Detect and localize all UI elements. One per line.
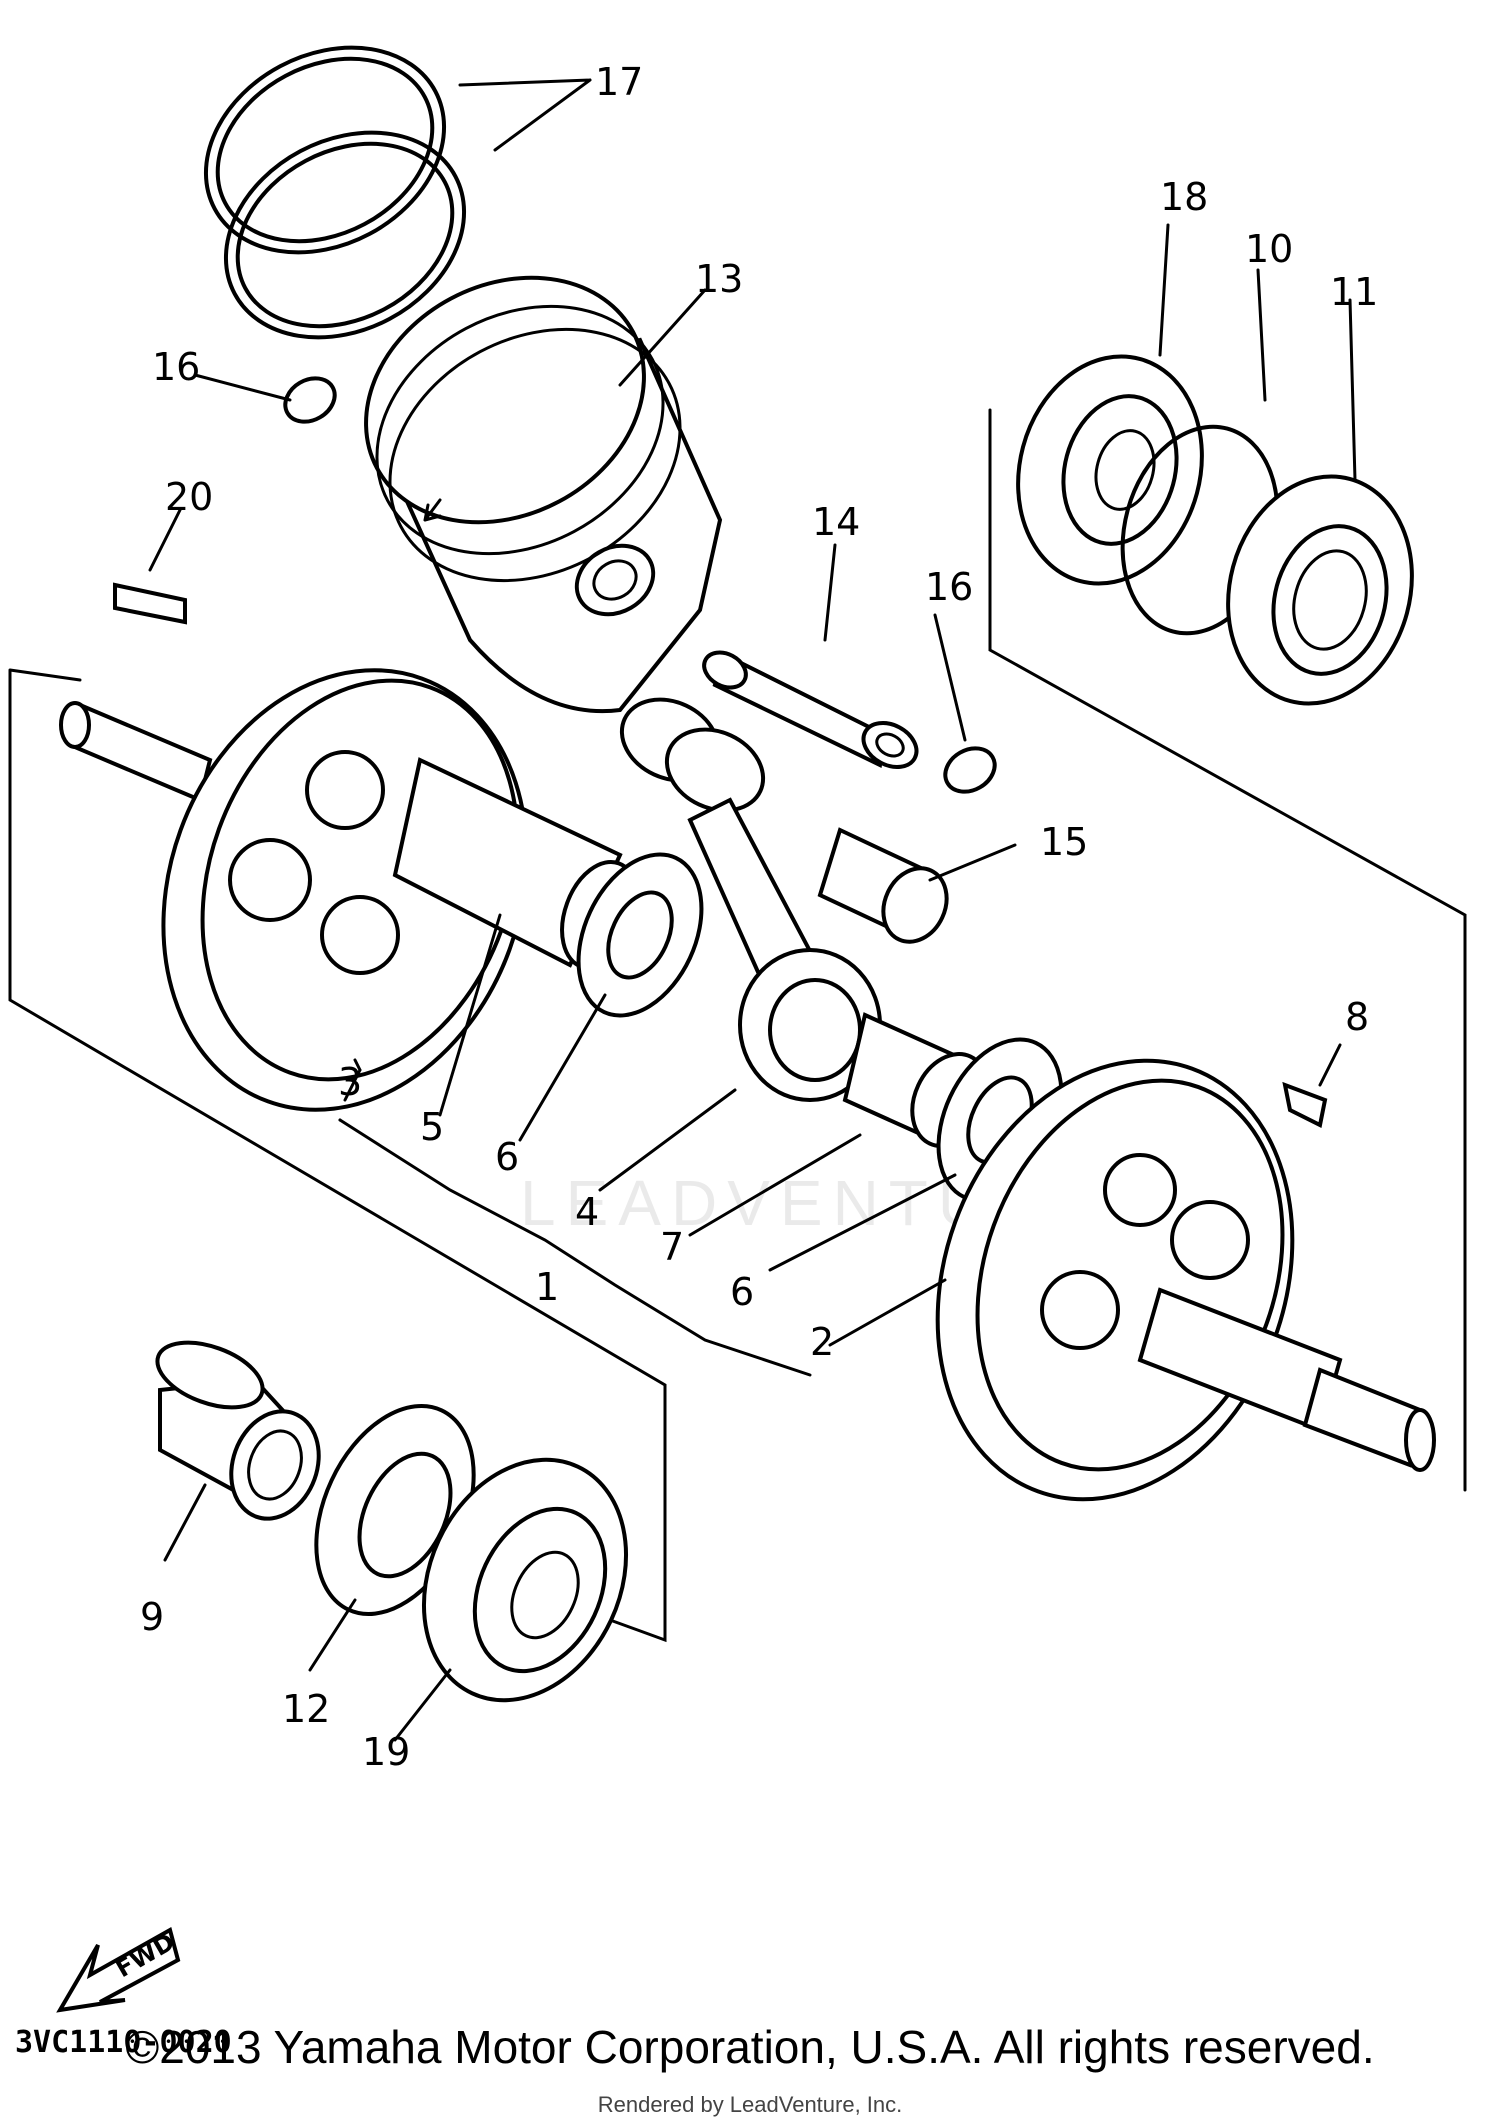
assembly-bracket-left [8, 668, 667, 1643]
part-label-2: 2 [810, 1320, 834, 1364]
circlip-left [283, 376, 337, 424]
part-label-11: 11 [1330, 270, 1378, 314]
part-label-17: 17 [595, 60, 643, 104]
part-label-16b: 16 [925, 565, 973, 609]
part-label-7: 7 [660, 1225, 684, 1269]
part-label-4: 4 [575, 1190, 599, 1234]
part-label-8: 8 [1345, 995, 1369, 1039]
part-label-18: 18 [1160, 175, 1208, 219]
connecting-rod [619, 697, 882, 1102]
left-main-bearing [421, 1457, 629, 1703]
part-label-6a: 6 [495, 1135, 519, 1179]
part-label-15: 15 [1040, 820, 1088, 864]
part-label-20: 20 [165, 475, 213, 519]
piston [364, 275, 723, 714]
part-label-12: 12 [282, 1687, 330, 1731]
leader-lines [148, 78, 1357, 1742]
part-labels: 1 2 3 4 5 6 6 7 8 9 10 11 12 13 14 15 16… [140, 60, 1378, 1774]
copyright-notice: ©2013 Yamaha Motor Corporation, U.S.A. A… [125, 2021, 1375, 2073]
small-end-bearing [817, 827, 949, 944]
part-label-5: 5 [420, 1105, 444, 1149]
thrust-washer-left [576, 852, 704, 1018]
circlip-right [943, 746, 997, 794]
rendered-by-notice: Rendered by LeadVenture, Inc. [597, 2092, 903, 2117]
collar [155, 1340, 321, 1521]
piston-pin [702, 650, 919, 770]
woodruff-key-20 [113, 582, 187, 625]
part-label-6b: 6 [730, 1270, 754, 1314]
piston-rings [203, 45, 467, 340]
part-label-1: 1 [535, 1265, 559, 1309]
part-label-13: 13 [695, 257, 743, 301]
drawing-code: 3VC1110-0020 [15, 2025, 232, 2060]
assembly-bracket-right [988, 408, 1467, 1492]
part-label-19: 19 [362, 1730, 410, 1774]
part-label-14: 14 [812, 500, 860, 544]
part-label-9: 9 [140, 1595, 164, 1639]
part-label-10: 10 [1245, 227, 1293, 271]
right-bearing-group [1016, 354, 1414, 706]
crank-wheel-right [935, 1058, 1436, 1502]
fwd-arrow-icon: FWD [56, 1926, 181, 2013]
woodruff-key-8 [1282, 1081, 1328, 1128]
part-label-3: 3 [338, 1060, 362, 1104]
part-label-16a: 16 [152, 345, 200, 389]
